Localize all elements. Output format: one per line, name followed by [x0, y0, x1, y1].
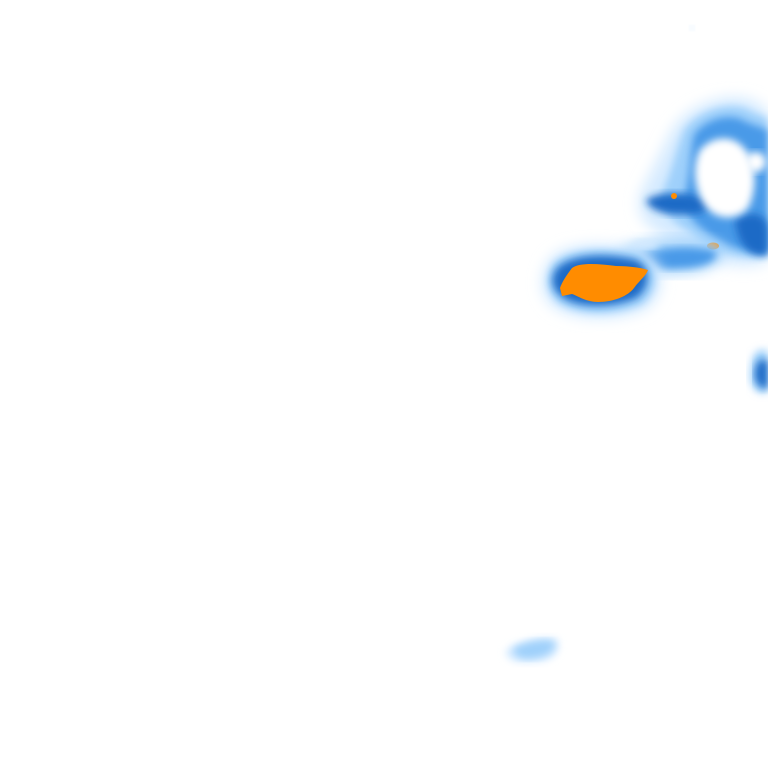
precip-connector-moderate [640, 247, 717, 269]
precip-connector-very-light [630, 239, 660, 249]
precip-northeast-core-small [671, 193, 677, 199]
precip-cell-south [505, 637, 559, 663]
precip-northeast-heavy-east [735, 214, 768, 256]
precip-cell-northeast [638, 97, 768, 266]
precip-speck-north [689, 25, 695, 31]
precip-cell-main [541, 244, 662, 319]
precip-northeast-heavy-band [646, 193, 710, 215]
precip-south-light [513, 640, 555, 659]
precip-east-edge-heavy [755, 359, 768, 389]
precip-main-core [560, 264, 648, 302]
precip-cell-east-edge [750, 349, 768, 394]
precip-northeast-clear-gap [695, 138, 755, 218]
precip-northeast-clear-spot [746, 152, 766, 172]
